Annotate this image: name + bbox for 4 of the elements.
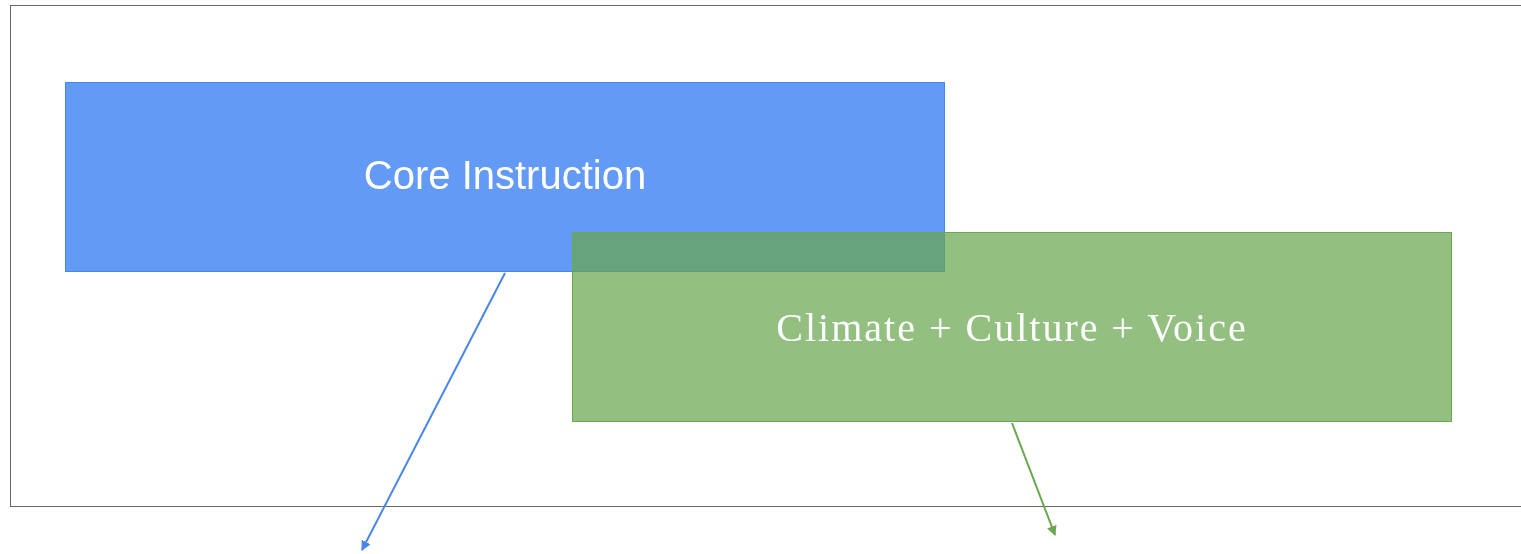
process-box: Climate + Culture + Voice bbox=[572, 232, 1452, 422]
arrow bbox=[1011, 422, 1057, 536]
process-box: Core Instruction bbox=[65, 82, 945, 272]
arrow bbox=[361, 272, 506, 551]
